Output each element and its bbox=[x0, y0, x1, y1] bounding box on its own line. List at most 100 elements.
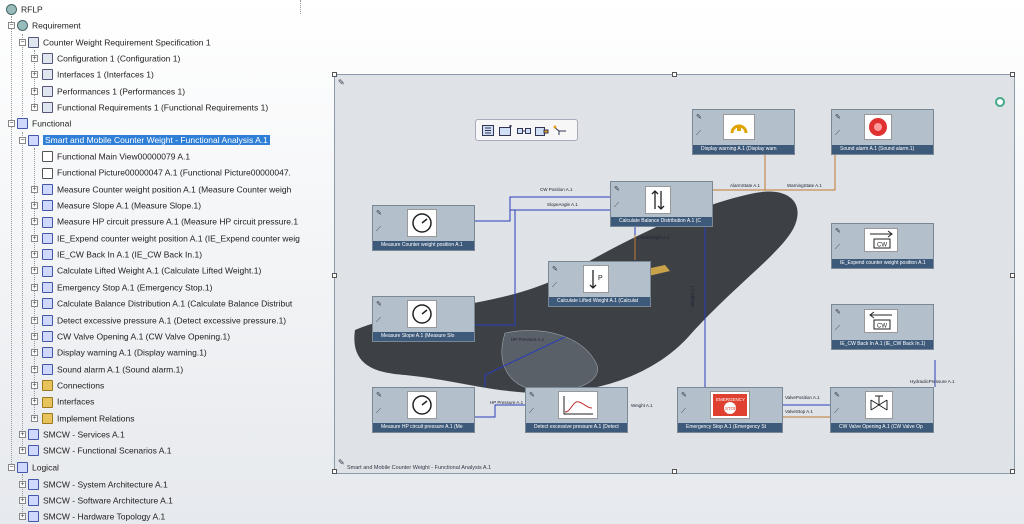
flow-line bbox=[713, 155, 836, 191]
tree-node-rflp[interactable]: RFLP bbox=[6, 2, 43, 17]
expand-toggle[interactable]: + bbox=[31, 349, 38, 357]
functional-analysis-icon bbox=[28, 135, 39, 147]
expand-toggle[interactable]: + bbox=[19, 497, 26, 504]
expand-toggle[interactable]: + bbox=[31, 381, 38, 389]
tree-node-functional-child[interactable]: Implement Relations bbox=[42, 411, 134, 426]
expand-toggle[interactable]: + bbox=[31, 234, 38, 242]
function-node-cw-valve-opening[interactable]: ✎ ⟋ CW Valve Opening A.1 (CW Valve Op bbox=[830, 387, 934, 433]
expand-toggle[interactable]: + bbox=[31, 218, 38, 226]
folder-icon bbox=[42, 396, 53, 408]
tree-node-functional-child[interactable]: Detect excessive pressure A.1 (Detect ex… bbox=[42, 313, 286, 328]
expand-toggle[interactable]: + bbox=[31, 267, 38, 275]
tree-node-scenarios[interactable]: SMCW - Functional Scenarios A.1 bbox=[28, 443, 172, 458]
tree-node-system-architecture[interactable]: SMCW - System Architecture A.1 bbox=[28, 477, 168, 492]
expand-toggle[interactable]: + bbox=[31, 398, 38, 406]
expand-toggle[interactable]: + bbox=[19, 513, 26, 520]
tree-node-functional-child[interactable]: Emergency Stop A.1 (Emergency Stop.1) bbox=[42, 280, 212, 295]
add-port-button[interactable] bbox=[534, 124, 549, 137]
tree-node-requirement[interactable]: Requirement bbox=[17, 18, 81, 33]
expand-toggle[interactable]: + bbox=[31, 283, 38, 291]
tree-node-functional-child[interactable]: Interfaces bbox=[42, 394, 94, 409]
function-node-measure-slope[interactable]: ✎ ⟋ Measure Slope A.1 (Measure Slo bbox=[372, 296, 475, 342]
expand-toggle[interactable]: + bbox=[31, 332, 38, 340]
expand-toggle[interactable]: + bbox=[19, 447, 26, 454]
tree-node-software-architecture[interactable]: SMCW - Software Architecture A.1 bbox=[28, 493, 173, 508]
tree-node-functional-child[interactable]: Measure HP circuit pressure A.1 (Measure… bbox=[42, 214, 298, 229]
tree-node-logical[interactable]: Logical bbox=[17, 460, 59, 475]
function-icon: ✎ bbox=[376, 301, 382, 308]
function-node-display-warning[interactable]: ✎ ⟋ Display warning A.1 (Display warn bbox=[692, 109, 795, 155]
resize-handle[interactable] bbox=[672, 72, 677, 77]
tree-node-functional[interactable]: Functional bbox=[17, 116, 71, 131]
tree-node-functional-child[interactable]: Connections bbox=[42, 378, 104, 393]
tree-node-performances[interactable]: Performances 1 (Performances 1) bbox=[42, 84, 185, 99]
node-caption: Detect excessive pressure A.1 (Detect bbox=[526, 423, 627, 432]
tree-node-functional-analysis[interactable]: Smart and Mobile Counter Weight - Functi… bbox=[28, 133, 270, 148]
tree-node-functional-child[interactable]: Measure Slope A.1 (Measure Slope.1) bbox=[42, 198, 201, 213]
collapse-toggle[interactable]: − bbox=[8, 22, 15, 29]
tree-node-interfaces-req[interactable]: Interfaces 1 (Interfaces 1) bbox=[42, 67, 154, 82]
tree-node-functional-child[interactable]: Functional Picture00000047 A.1 (Function… bbox=[42, 165, 291, 180]
tree-node-configuration[interactable]: Configuration 1 (Configuration 1) bbox=[42, 51, 180, 66]
flow-label-lifted-weight: LiftedWeight A.1 bbox=[637, 235, 670, 240]
add-flow-button[interactable] bbox=[516, 124, 531, 137]
node-caption: IE_CW Back In A.1 (IE_CW Back In.1) bbox=[832, 340, 933, 349]
expand-toggle[interactable]: + bbox=[31, 202, 38, 210]
connect-button[interactable] bbox=[552, 124, 567, 137]
function-node-measure-cw-position[interactable]: ✎ ⟋ Measure Counter weight position A.1 bbox=[372, 205, 475, 251]
tree-node-functional-child[interactable]: Measure Counter weight position A.1 (Mea… bbox=[42, 182, 291, 197]
tree-node-functional-child[interactable]: Functional Main View00000079 A.1 bbox=[42, 149, 190, 164]
resize-handle[interactable] bbox=[672, 469, 677, 474]
expand-toggle[interactable]: + bbox=[31, 414, 38, 422]
diagram-edit-icon[interactable]: ✎ bbox=[338, 458, 345, 467]
tree-node-requirement-spec[interactable]: Counter Weight Requirement Specification… bbox=[28, 35, 211, 50]
expand-toggle[interactable]: + bbox=[31, 185, 38, 193]
expand-toggle[interactable]: + bbox=[31, 365, 38, 373]
tree-node-functional-child[interactable]: IE_CW Back In A.1 (IE_CW Back In.1) bbox=[42, 247, 202, 262]
resize-handle[interactable] bbox=[332, 273, 337, 278]
expand-toggle[interactable]: + bbox=[31, 300, 38, 308]
tree-node-hardware-topology[interactable]: SMCW - Hardware Topology A.1 bbox=[28, 509, 165, 524]
expand-toggle[interactable]: + bbox=[31, 71, 38, 78]
collapse-toggle[interactable]: − bbox=[19, 39, 26, 46]
function-node-calculate-balance[interactable]: ✎ ⟋ Calculate Balance Distribution A.1 (… bbox=[610, 181, 713, 227]
resize-handle[interactable] bbox=[332, 469, 337, 474]
function-node-measure-hp-pressure[interactable]: ✎ ⟋ Measure HP circuit pressure A.1 (Me bbox=[372, 387, 475, 433]
add-function-button[interactable] bbox=[498, 124, 513, 137]
expand-toggle[interactable]: + bbox=[19, 431, 26, 438]
tree-node-functional-requirements[interactable]: Functional Requirements 1 (Functional Re… bbox=[42, 100, 268, 115]
diagram-edit-icon[interactable]: ✎ bbox=[338, 78, 345, 87]
tree-node-functional-child[interactable]: CW Valve Opening A.1 (CW Valve Opening.1… bbox=[42, 329, 230, 344]
expand-toggle[interactable]: + bbox=[19, 481, 26, 488]
tree-node-label: Measure Slope A.1 (Measure Slope.1) bbox=[57, 200, 202, 211]
resize-handle[interactable] bbox=[1010, 72, 1015, 77]
tree-node-functional-child[interactable]: Sound alarm A.1 (Sound alarm.1) bbox=[42, 362, 183, 377]
function-node-ie-expend[interactable]: ✎ ⟋ CW IE_Expend counter weight position… bbox=[831, 223, 934, 269]
expand-toggle[interactable]: + bbox=[31, 88, 38, 95]
function-node-detect-excessive-pressure[interactable]: ✎ ⟋ Detect excessive pressure A.1 (Detec… bbox=[525, 387, 628, 433]
expand-toggle[interactable]: + bbox=[31, 251, 38, 259]
function-node-sound-alarm[interactable]: ✎ ⟋ Sound alarm A.1 (Sound alarm.1) bbox=[831, 109, 934, 155]
node-caption: Sound alarm A.1 (Sound alarm.1) bbox=[832, 145, 933, 154]
collapse-toggle[interactable]: − bbox=[8, 120, 15, 127]
tree-node-services[interactable]: SMCW - Services A.1 bbox=[28, 427, 125, 442]
collapse-toggle[interactable]: − bbox=[8, 464, 15, 471]
function-node-calculate-lifted-weight[interactable]: ✎ ⟋ P Calculate Lifted Weight A.1 (Calcu… bbox=[548, 261, 651, 307]
tree-node-functional-child[interactable]: IE_Expend counter weight position A.1 (I… bbox=[42, 231, 300, 246]
tree-node-functional-child[interactable]: Calculate Lifted Weight A.1 (Calculate L… bbox=[42, 263, 261, 278]
expand-toggle[interactable]: + bbox=[31, 316, 38, 324]
compass-icon[interactable] bbox=[995, 97, 1005, 107]
functional-diagram-canvas[interactable]: CW Position A.1 SlopeAngle A.1 LiftedWei… bbox=[332, 72, 1015, 474]
list-view-button[interactable] bbox=[480, 124, 495, 137]
resize-handle[interactable] bbox=[332, 72, 337, 77]
function-node-ie-cw-back-in[interactable]: ✎ ⟋ CW IE_CW Back In A.1 (IE_CW Back In.… bbox=[831, 304, 934, 350]
tree-node-functional-child[interactable]: Display warning A.1 (Display warning.1) bbox=[42, 345, 207, 360]
collapse-toggle[interactable]: − bbox=[19, 137, 26, 144]
expand-toggle[interactable]: + bbox=[31, 55, 38, 62]
resize-handle[interactable] bbox=[1010, 469, 1015, 474]
tree-node-functional-child[interactable]: Calculate Balance Distribution A.1 (Calc… bbox=[42, 296, 292, 311]
tree-connector bbox=[22, 34, 23, 116]
resize-handle[interactable] bbox=[1010, 273, 1015, 278]
expand-toggle[interactable]: + bbox=[31, 104, 38, 111]
